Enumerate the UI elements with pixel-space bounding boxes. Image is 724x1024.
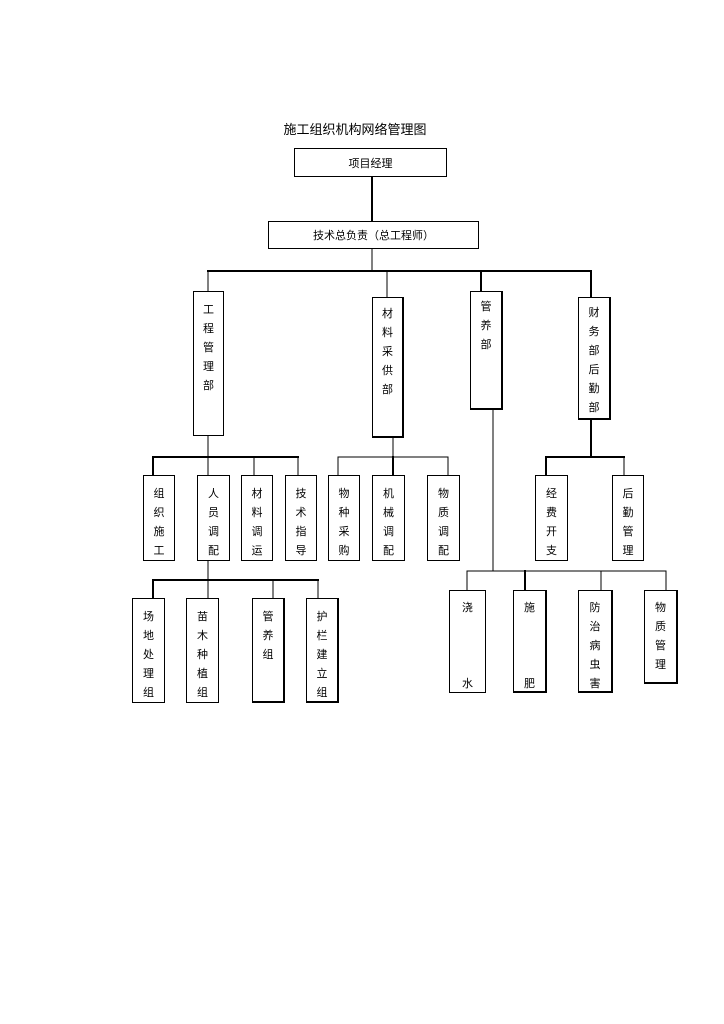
node-personnel-allocation-label: 人员调配 — [208, 487, 219, 557]
node-project-manager: 项目经理 — [294, 148, 447, 177]
node-machinery-allocation-label: 机械调配 — [383, 487, 394, 557]
node-maintenance-team-label: 管养组 — [262, 610, 274, 661]
node-guardrail-team: 护栏建立组 — [306, 598, 339, 703]
node-guardrail-team-label: 护栏建立组 — [316, 610, 328, 699]
node-fertilizing-top-label: 施 — [524, 601, 535, 614]
node-seedling-planting-team-label: 苗木种植组 — [197, 610, 208, 699]
node-organize-construction-label: 组织施工 — [153, 487, 165, 557]
node-site-preparation-team: 场地处理组 — [132, 598, 165, 703]
node-material-management: 物质管理 — [644, 590, 678, 684]
node-expense-label: 经费开支 — [546, 487, 557, 557]
node-logistics-management-label: 后勤管理 — [622, 487, 634, 557]
node-expense: 经费开支 — [535, 475, 568, 561]
node-material-transport: 材料调运 — [241, 475, 273, 561]
node-organize-construction: 组织施工 — [143, 475, 175, 561]
node-project-manager-label: 项目经理 — [348, 156, 393, 170]
node-quality-allocation: 物质调配 — [427, 475, 460, 561]
node-engineering-dept-label: 工程管理部 — [203, 303, 214, 392]
node-watering-bottom-label: 水 — [462, 677, 473, 690]
node-watering: 浇 水 — [449, 590, 486, 693]
node-chief-engineer-label: 技术总负责（总工程师） — [313, 229, 434, 242]
node-chief-engineer: 技术总负责（总工程师） — [268, 221, 479, 249]
node-materials-dept-label: 材料采供部 — [382, 307, 393, 396]
node-seedling-planting-team: 苗木种植组 — [186, 598, 219, 703]
node-fertilizing: 施 肥 — [513, 590, 547, 693]
node-maintenance-dept: 管养部 — [470, 291, 503, 410]
node-site-preparation-team-label: 场地处理组 — [143, 610, 154, 699]
node-maintenance-team: 管养组 — [252, 598, 285, 703]
node-fertilizing-bottom-label: 肥 — [524, 677, 535, 690]
node-technical-guidance: 技术指导 — [285, 475, 317, 561]
node-technical-guidance-label: 技术指导 — [295, 487, 307, 557]
diagram-title: 施工组织机构网络管理图 — [283, 123, 427, 138]
node-pest-control: 防治病虫害 — [578, 590, 613, 693]
node-personnel-allocation: 人员调配 — [197, 475, 230, 561]
node-engineering-dept: 工程管理部 — [193, 291, 224, 436]
node-finance-dept: 财务部后勤部 — [578, 297, 611, 420]
node-materials-dept: 材料采供部 — [372, 297, 404, 438]
node-quality-allocation-label: 物质调配 — [438, 487, 449, 557]
node-logistics-management: 后勤管理 — [612, 475, 644, 561]
node-watering-top-label: 浇 — [462, 601, 473, 614]
node-finance-dept-label: 财务部后勤部 — [588, 306, 600, 414]
node-species-purchase-label: 物种采购 — [338, 487, 350, 557]
node-maintenance-dept-label: 管养部 — [480, 300, 492, 351]
node-material-management-label: 物质管理 — [655, 601, 666, 671]
node-species-purchase: 物种采购 — [328, 475, 360, 561]
node-material-transport-label: 材料调运 — [251, 487, 263, 557]
node-machinery-allocation: 机械调配 — [372, 475, 405, 561]
node-pest-control-label: 防治病虫害 — [589, 601, 601, 690]
